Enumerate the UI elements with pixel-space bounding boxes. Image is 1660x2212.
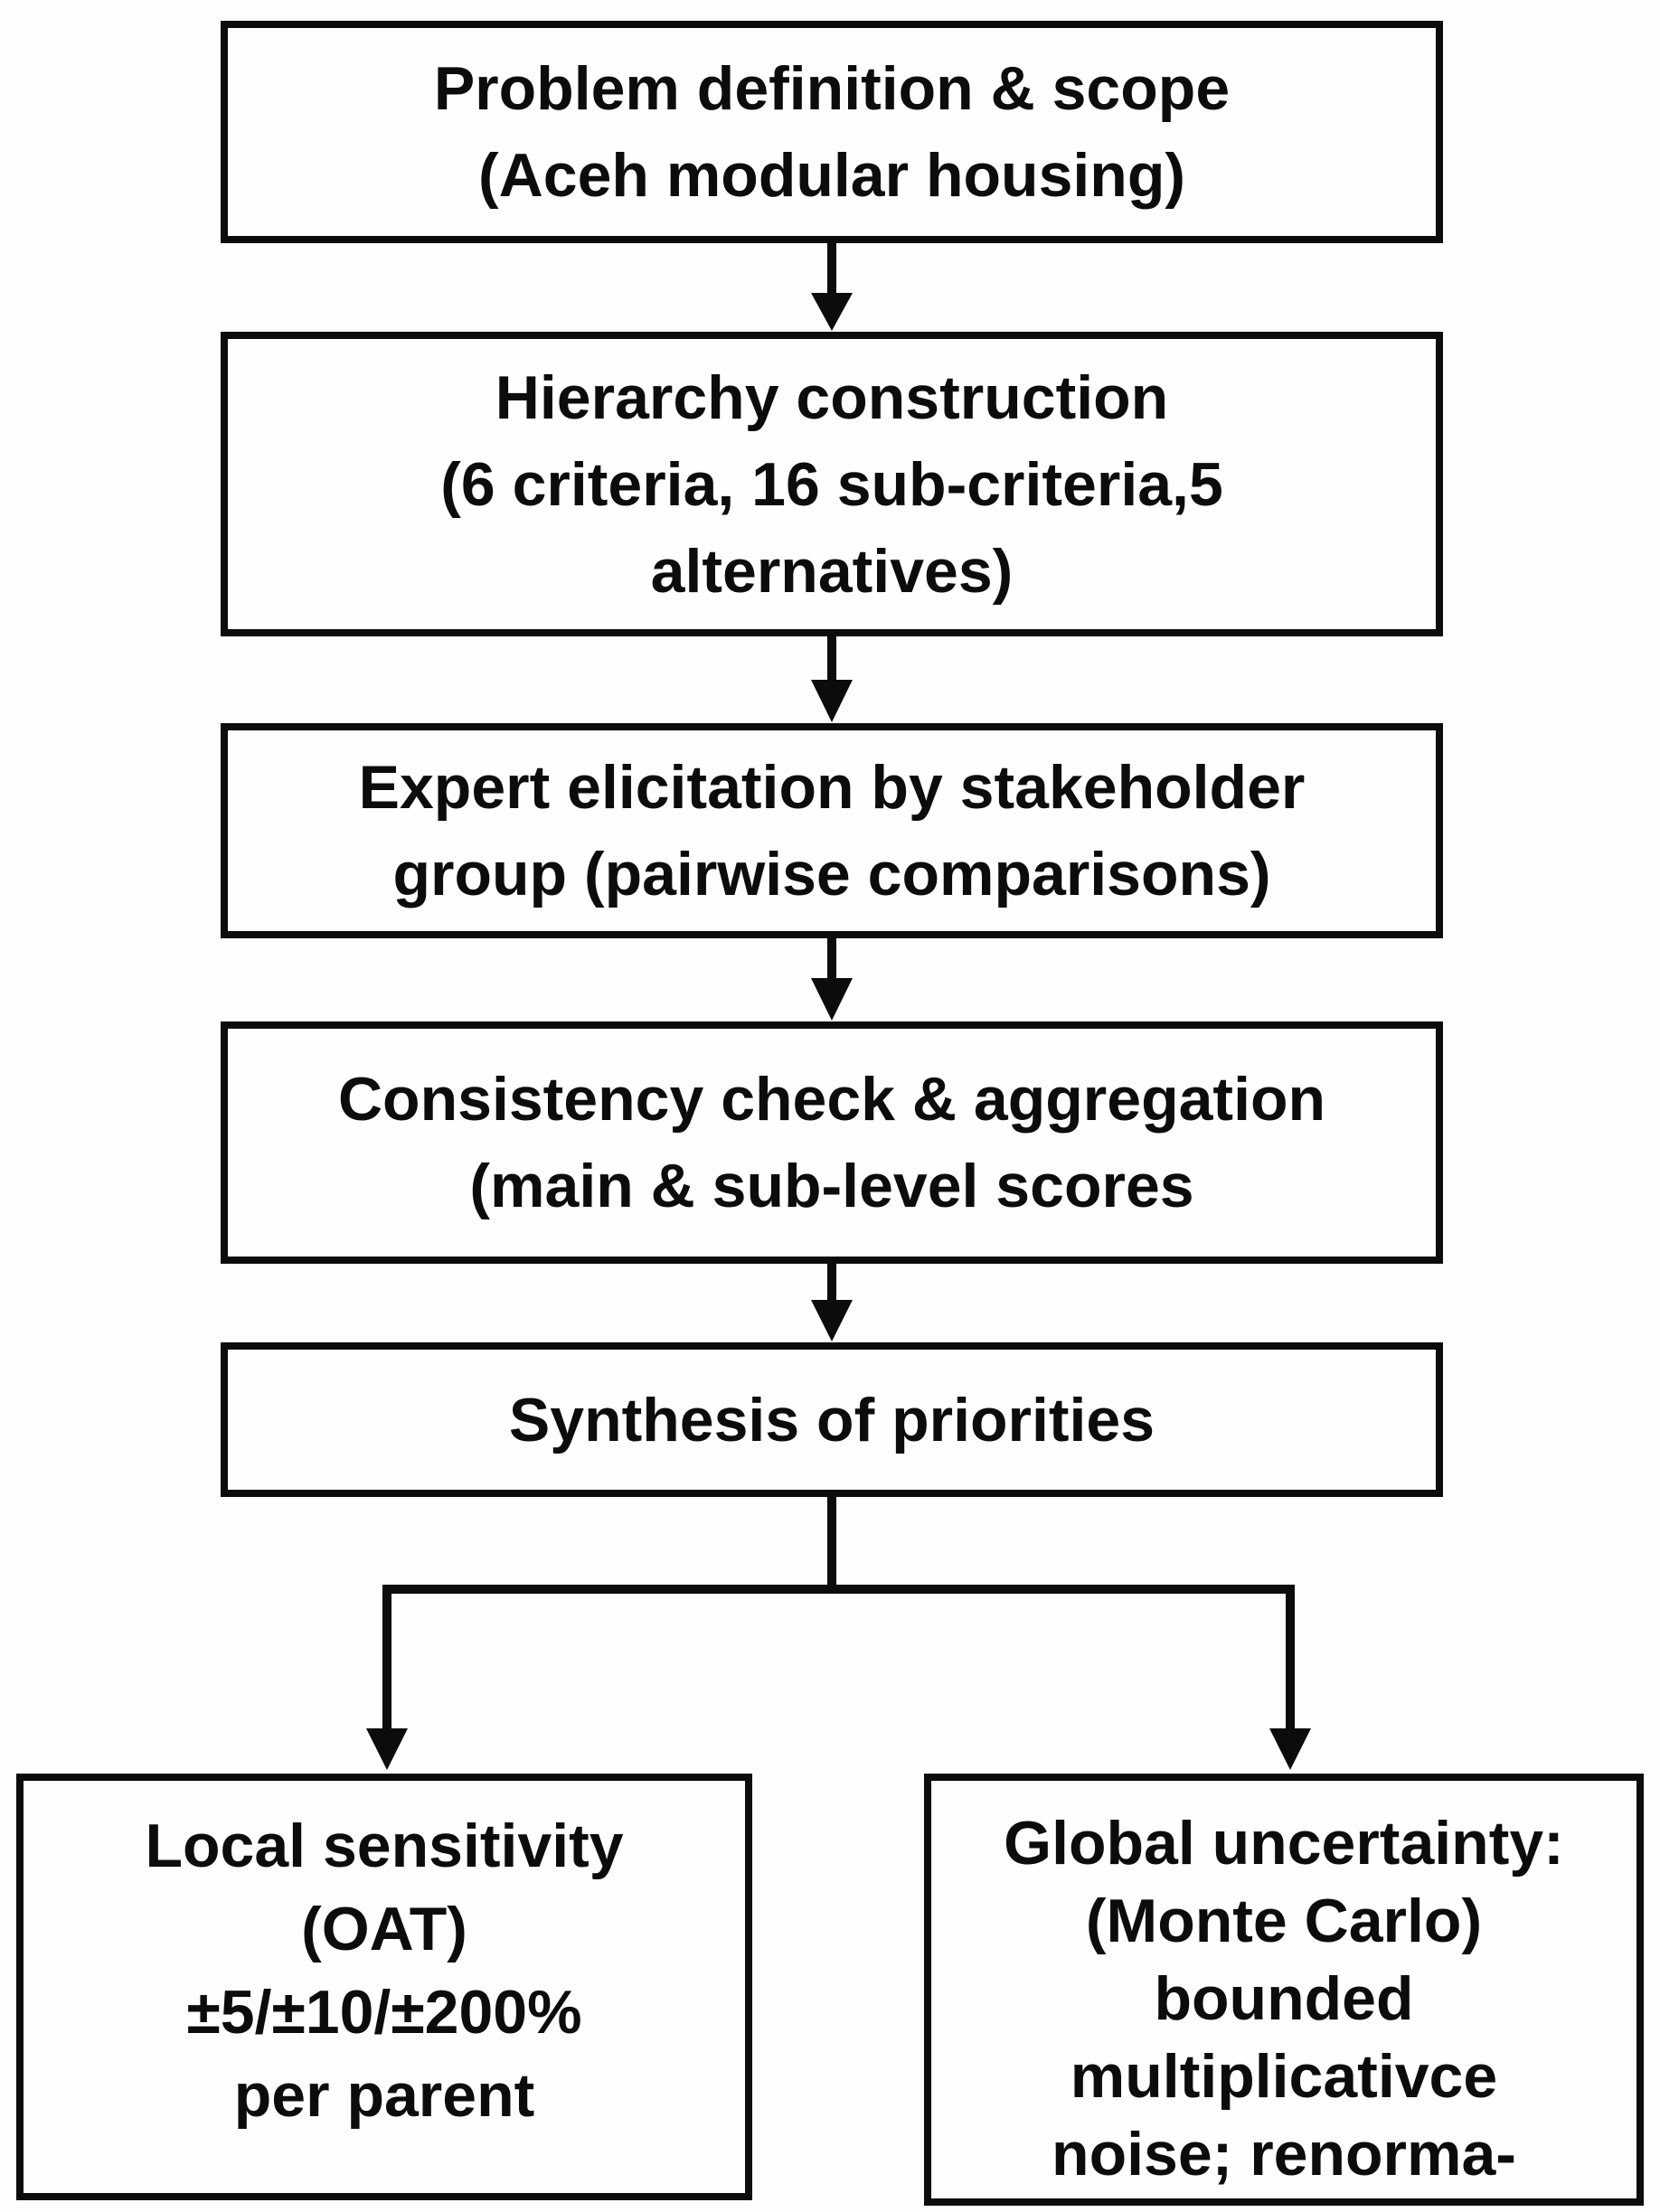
flow-node-hierarchy-construction: Hierarchy construction (6 criteria, 16 s… bbox=[221, 332, 1443, 636]
flow-node-expert-elicitation: Expert elicitation by stakeholder group … bbox=[221, 723, 1443, 938]
node-text-line: Synthesis of priorities bbox=[508, 1385, 1155, 1454]
node-text-line: ±5/±10/±200% bbox=[186, 1978, 582, 2047]
node-text-line: multiplicativce bbox=[1070, 2042, 1498, 2111]
flow-node-local-sensitivity: Local sensitivity (OAT) ±5/±10/±200% per… bbox=[16, 1774, 752, 2200]
flow-node-problem-definition: Problem definition & scope (Aceh modular… bbox=[221, 21, 1443, 243]
node-text-line: per parent bbox=[233, 2061, 535, 2130]
node-text-line: group (pairwise comparisons) bbox=[392, 840, 1271, 908]
node-text-line: alternatives) bbox=[650, 536, 1014, 606]
node-text-line: (OAT) bbox=[301, 1895, 467, 1963]
arrow-consistency-to-synthesis bbox=[811, 1254, 853, 1341]
node-text-line: (main & sub-level scores bbox=[469, 1152, 1194, 1220]
branch-synthesis-to-bottom bbox=[366, 1487, 1311, 1770]
node-text-line: noise; renorma- bbox=[1052, 2120, 1516, 2188]
node-text-line: (6 criteria, 16 sub-criteria,5 bbox=[440, 449, 1223, 519]
node-text-line: Consistency check & aggregation bbox=[337, 1065, 1326, 1134]
flow-node-consistency-check: Consistency check & aggregation (main & … bbox=[221, 1021, 1443, 1264]
arrowhead-global-uncertainty bbox=[1269, 1728, 1311, 1770]
flow-node-global-uncertainty: Global uncertainty: (Monte Carlo) bounde… bbox=[924, 1774, 1644, 2206]
node-text-line: Global uncertainty: bbox=[1004, 1809, 1564, 1878]
arrow-problem-to-hierarchy bbox=[811, 234, 853, 331]
node-text-line: Hierarchy construction bbox=[495, 362, 1169, 432]
node-text-line: (Aceh modular housing) bbox=[478, 141, 1185, 210]
node-text-line: (Monte Carlo) bbox=[1085, 1887, 1483, 1955]
flow-node-synthesis-of-priorities: Synthesis of priorities bbox=[221, 1342, 1443, 1497]
node-text-line: Expert elicitation by stakeholder bbox=[358, 753, 1306, 822]
node-text-line: Local sensitivity bbox=[145, 1812, 624, 1880]
arrow-hierarchy-to-elicitation bbox=[811, 626, 853, 722]
arrow-elicitation-to-consistency bbox=[811, 928, 853, 1021]
node-text-line: Problem definition & scope bbox=[433, 54, 1231, 123]
node-text-line: bounded bbox=[1154, 1964, 1414, 2033]
arrowhead-local-sensitivity bbox=[366, 1728, 408, 1770]
